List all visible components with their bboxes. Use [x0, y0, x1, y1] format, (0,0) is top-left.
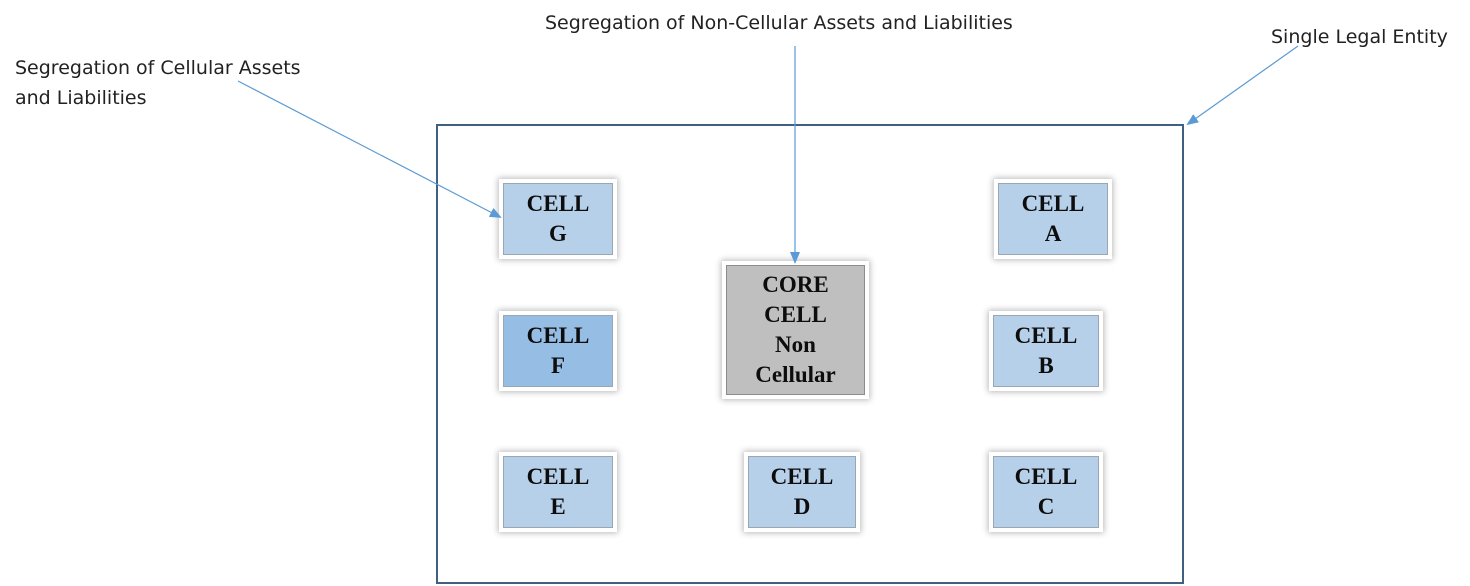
core-cell-line4: Cellular	[755, 362, 836, 387]
core-cell-line2: CELL	[764, 302, 827, 327]
cell-a-line1: CELL	[1021, 191, 1085, 216]
single-entity-label: Single Legal Entity	[1271, 26, 1448, 48]
core-cell: CORE CELL Non Cellular	[726, 265, 865, 395]
cell-e-line1: CELL	[526, 464, 590, 489]
cell-g-line2: G	[549, 221, 567, 246]
cell-e: CELL E	[503, 456, 613, 528]
cell-b: CELL B	[993, 315, 1099, 387]
cell-c-line2: C	[1037, 494, 1055, 519]
cell-b-line1: CELL	[1014, 323, 1078, 348]
core-cell-line1: CORE	[762, 272, 829, 297]
cell-g: CELL G	[503, 183, 613, 255]
cell-d: CELL D	[748, 456, 856, 528]
cell-d-line2: D	[793, 494, 811, 519]
cell-c-line1: CELL	[1014, 464, 1078, 489]
cell-g-line1: CELL	[526, 191, 590, 216]
cell-f-line1: CELL	[526, 323, 590, 348]
cellular-label-line2: and Liabilities	[15, 87, 147, 109]
cell-a: CELL A	[998, 183, 1108, 255]
cellular-label: Segregation of Cellular Assets and Liabi…	[15, 53, 301, 113]
cell-c: CELL C	[993, 456, 1099, 528]
cell-f: CELL F	[503, 315, 613, 387]
cell-e-line2: E	[550, 494, 566, 519]
arrow-to-cell-g	[237, 80, 502, 218]
single-legal-entity-box	[436, 124, 1184, 584]
core-cell-line3: Non	[775, 332, 816, 357]
cell-d-line1: CELL	[770, 464, 834, 489]
cell-a-line2: A	[1044, 221, 1062, 246]
arrow-to-entity-box	[1186, 45, 1299, 126]
cell-b-line2: B	[1038, 353, 1054, 378]
cell-f-line2: F	[550, 353, 566, 378]
cellular-label-line1: Segregation of Cellular Assets	[15, 57, 301, 79]
non-cellular-label: Segregation of Non-Cellular Assets and L…	[545, 12, 1013, 34]
